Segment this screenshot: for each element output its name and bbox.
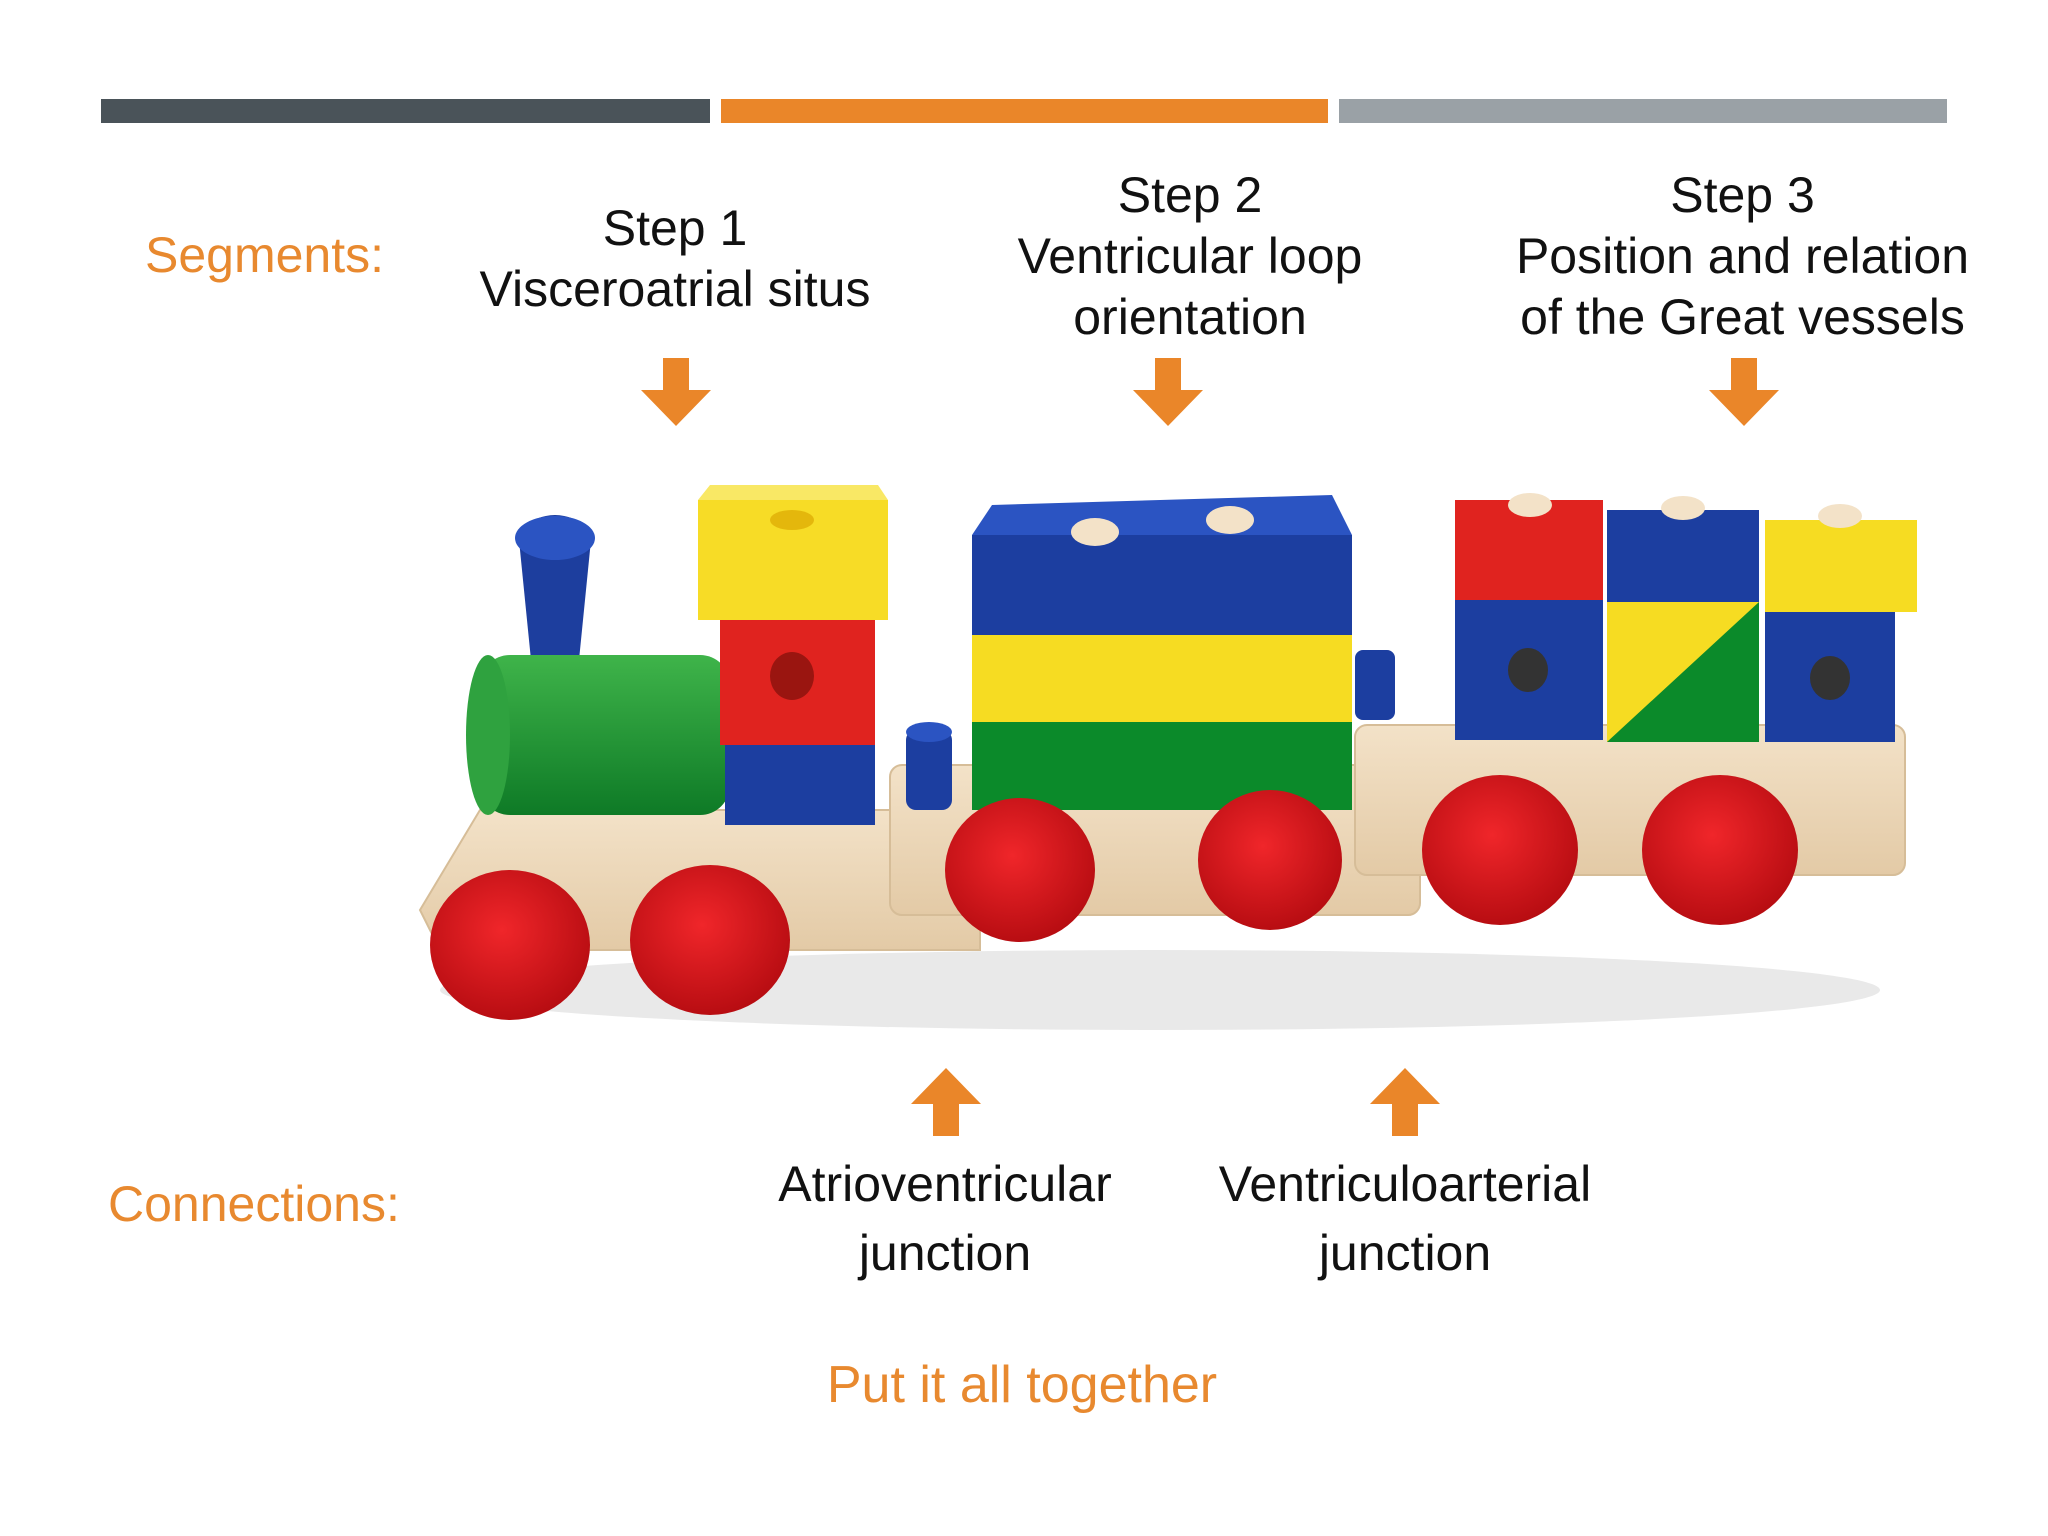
step-3-line-1: Position and relation: [1515, 228, 1970, 284]
segments-label: Segments:: [145, 227, 385, 283]
junction-2-line-2: junction: [1318, 1225, 1492, 1281]
header-bar-orange: [721, 99, 1328, 123]
step-1-title: Step 1: [602, 200, 748, 256]
connections-label: Connections:: [108, 1176, 400, 1232]
step-3-title: Step 3: [1670, 167, 1815, 223]
header-bar-gray: [1339, 99, 1947, 123]
arrow-down-icon: [641, 358, 711, 426]
arrow-down-icon: [1709, 358, 1779, 426]
ventriculoarterial-junction-label: Ventriculoarterial junction: [1170, 1150, 1640, 1288]
junction-2-line-1: Ventriculoarterial: [1218, 1156, 1592, 1212]
toy-train-image: [418, 485, 1917, 1030]
step-1: Step 1 Visceroatrial situs: [440, 198, 910, 320]
junction-1-line-1: Atrioventricular: [778, 1156, 1112, 1212]
step-2-title: Step 2: [1117, 167, 1263, 223]
footer-text: Put it all together: [826, 1356, 1218, 1414]
put-it-all-together-text: Put it all together: [0, 1355, 2048, 1415]
junction-1-line-2: junction: [858, 1225, 1032, 1281]
arrow-up-icon: [911, 1068, 981, 1136]
step-3: Step 3 Position and relation of the Grea…: [1485, 165, 2000, 348]
step-3-line-2: of the Great vessels: [1520, 289, 1965, 345]
atrioventricular-junction-label: Atrioventricular junction: [720, 1150, 1170, 1288]
header-bar-dark: [101, 99, 710, 123]
step-2-line-2: orientation: [1073, 289, 1307, 345]
step-1-line-1: Visceroatrial situs: [479, 261, 871, 317]
arrow-up-icon: [1370, 1068, 1440, 1136]
arrow-down-icon: [1133, 358, 1203, 426]
step-2-line-1: Ventricular loop: [1017, 228, 1363, 284]
step-2: Step 2 Ventricular loop orientation: [945, 165, 1435, 348]
